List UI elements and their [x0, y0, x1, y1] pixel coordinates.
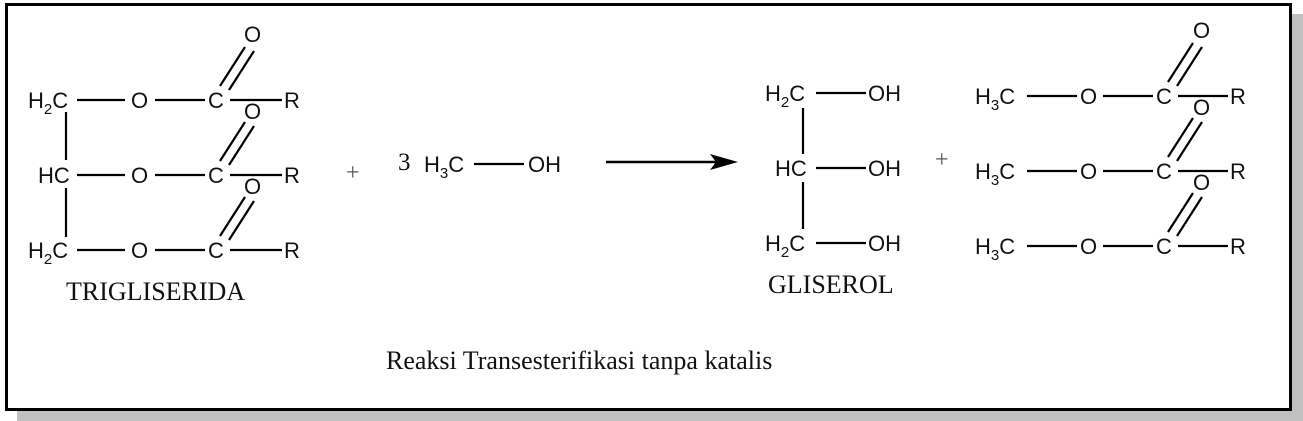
triglyceride-label: TRIGLISERIDA	[66, 277, 245, 306]
svg-text:C: C	[208, 238, 224, 263]
svg-text:H2C: H2C	[28, 88, 68, 118]
stoichiometric-coefficient: 3	[398, 149, 411, 176]
svg-text:O: O	[1193, 170, 1210, 195]
svg-text:H2C: H2C	[765, 231, 805, 261]
methanol-structure: 3 H3C OH	[398, 149, 561, 182]
glycerol-structure: H2C OH HC OH H2C OH GLISEROL	[765, 81, 901, 299]
svg-text:OH: OH	[528, 152, 561, 177]
svg-text:H3C: H3C	[424, 152, 464, 182]
svg-text:C: C	[208, 88, 224, 113]
triglyceride-structure: H2C O C R O HC O C R O H2C O C R O T	[28, 22, 300, 306]
svg-text:H2C: H2C	[28, 238, 68, 268]
svg-text:HC: HC	[775, 156, 807, 181]
svg-text:O: O	[244, 22, 261, 47]
svg-text:OH: OH	[868, 156, 901, 181]
svg-text:R: R	[1230, 84, 1246, 109]
svg-text:C: C	[208, 163, 224, 188]
svg-text:R: R	[284, 88, 300, 113]
svg-text:C: C	[1156, 84, 1172, 109]
diagram-caption: Reaksi Transesterifikasi tanpa katalis	[386, 346, 772, 375]
glycerol-label: GLISEROL	[768, 270, 894, 299]
svg-text:OH: OH	[868, 81, 901, 106]
svg-text:H3C: H3C	[975, 234, 1015, 264]
svg-text:O: O	[1080, 159, 1097, 184]
svg-text:O: O	[1080, 234, 1097, 259]
diagram-frame	[5, 3, 1292, 411]
svg-text:R: R	[284, 163, 300, 188]
svg-text:R: R	[284, 238, 300, 263]
svg-text:R: R	[1230, 234, 1246, 259]
svg-text:O: O	[1193, 95, 1210, 120]
svg-text:O: O	[244, 99, 261, 124]
plus-sign: +	[935, 147, 949, 173]
svg-text:O: O	[1193, 18, 1210, 43]
svg-text:O: O	[131, 88, 148, 113]
svg-text:HC: HC	[38, 163, 70, 188]
svg-text:R: R	[1230, 159, 1246, 184]
plus-sign: +	[346, 160, 360, 186]
svg-text:H2C: H2C	[765, 81, 805, 111]
methyl-ester-structure: H3C O C R O H3C O C R O H3C O C R O	[975, 18, 1246, 264]
svg-text:O: O	[244, 174, 261, 199]
svg-text:C: C	[1156, 159, 1172, 184]
svg-text:O: O	[1080, 84, 1097, 109]
svg-text:H3C: H3C	[975, 159, 1015, 189]
svg-text:O: O	[131, 163, 148, 188]
svg-text:O: O	[131, 238, 148, 263]
reaction-arrow-icon	[606, 154, 738, 170]
svg-text:H3C: H3C	[975, 84, 1015, 114]
svg-text:OH: OH	[868, 231, 901, 256]
svg-text:C: C	[1156, 234, 1172, 259]
